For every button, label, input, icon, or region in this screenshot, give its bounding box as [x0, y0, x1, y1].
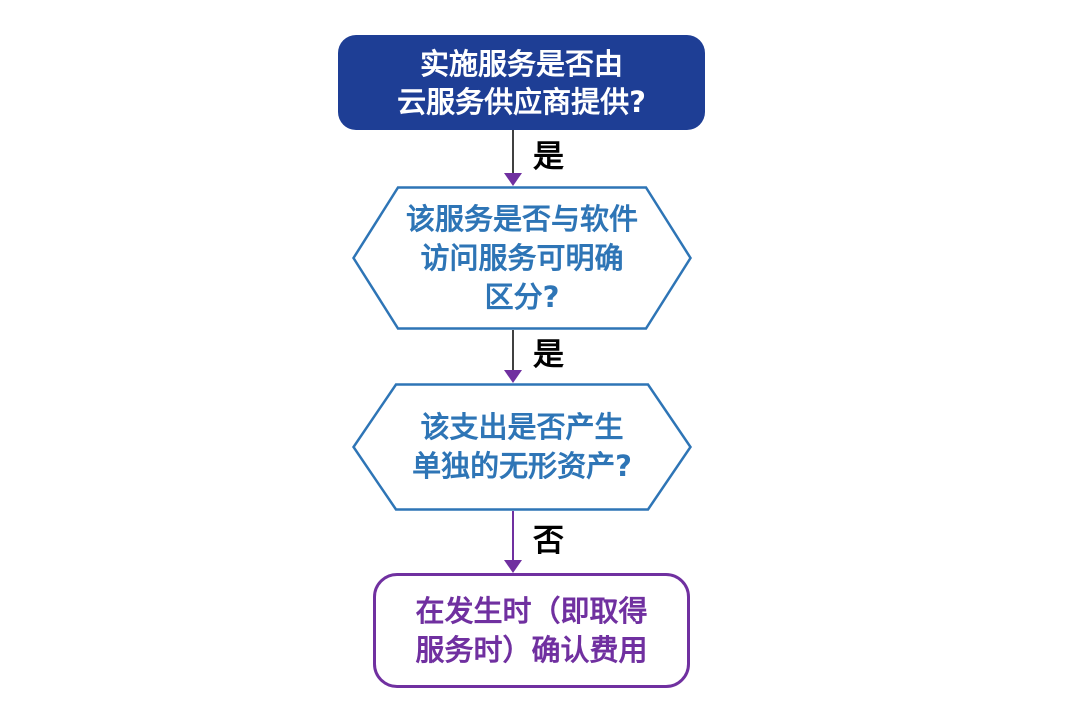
question1-text-line-2: 访问服务可明确: [420, 240, 624, 275]
question2-hexagon-shape: [352, 383, 692, 511]
edge-question1-to-question2-line: [512, 330, 514, 371]
result-node-text-line-1: 在发生时（即取得: [415, 593, 648, 628]
question2-hexagon-outline: [352, 383, 692, 511]
question1-hexagon-node: 该服务是否与软件 访问服务可明确 区分?: [352, 186, 692, 330]
result-node: 在发生时（即取得 服务时）确认费用: [373, 573, 690, 688]
question1-text-line-1: 该服务是否与软件: [405, 201, 638, 236]
question2-hexagon-node: 该支出是否产生 单独的无形资产?: [352, 383, 692, 511]
question2-text-line-2: 单独的无形资产?: [412, 449, 632, 483]
edge-start-to-question1-line: [512, 130, 514, 174]
edge-start-to-question1-arrowhead-icon: [504, 173, 522, 186]
edge-question2-to-result-arrowhead-icon: [504, 560, 522, 573]
question1-text: 该服务是否与软件 访问服务可明确 区分?: [352, 186, 692, 330]
edge-question1-to-question2-label: 是: [533, 337, 564, 373]
question1-hexagon-shape: [352, 186, 692, 330]
start-node-text-line-1: 实施服务是否由: [419, 46, 623, 81]
start-node: 实施服务是否由 云服务供应商提供?: [338, 35, 705, 130]
edge-question2-to-result-label: 否: [533, 523, 564, 559]
result-node-text-line-2: 服务时）确认费用: [415, 632, 648, 667]
question1-text-line-3: 区分?: [484, 279, 560, 314]
question2-text: 该支出是否产生 单独的无形资产?: [352, 383, 692, 511]
edge-question1-to-question2-arrowhead-icon: [504, 370, 522, 383]
edge-start-to-question1-label: 是: [533, 139, 564, 175]
edge-question2-to-result-line: [512, 511, 514, 561]
question2-text-line-1: 该支出是否产生: [420, 410, 624, 444]
question1-hexagon-outline: [352, 186, 692, 330]
start-node-text-line-2: 云服务供应商提供?: [397, 84, 646, 119]
